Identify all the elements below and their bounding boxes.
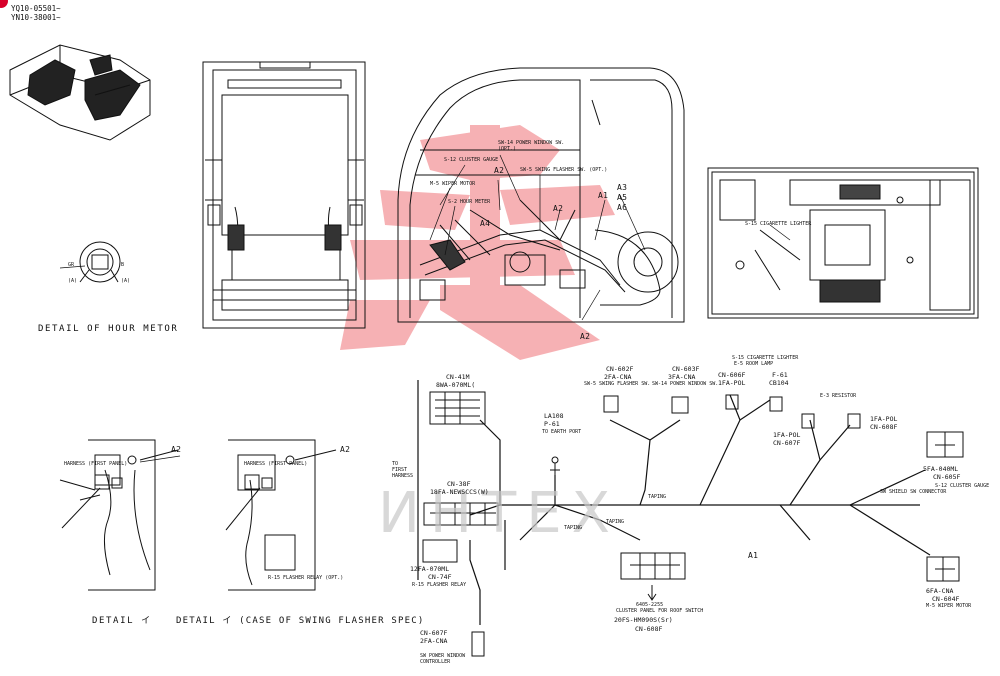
cn608f-pol-type: 1FA-POL [870,415,898,423]
cluster-panel-view [707,167,979,319]
cn38f-side: TO FIRST HARNESS [392,461,414,479]
cn606f-name: CN-606F [718,371,746,379]
cn602f-type: 2FA-CNA [604,373,632,381]
callout-harness-panel-1: HARNESS (FIRST PANEL) [64,461,128,467]
detail-b-drawing [225,439,337,591]
label-a1-cab: A1 [598,191,609,200]
label-a5: A5 [617,193,628,202]
cn74f-type: 12FA-070ML [410,565,450,573]
resistor-label: E-3 RESISTOR [820,393,857,399]
la108-name: LA108 [544,412,564,420]
cn604f-name: CN-604F [932,595,960,603]
cn605f-name: CN-605F [933,473,961,481]
cn606f-type: 1FA-POL [718,379,746,387]
cn608f-name: CN-608F [635,625,663,633]
caption-hour-meter: DETAIL OF HOUR METOR [38,324,179,334]
cn74f-desc: R-15 FLASHER RELAY [412,582,467,588]
cn608f-desc: CLUSTER PANEL FOR ROOF SWITCH [616,608,704,614]
label-a2-cab-3: A2 [580,332,591,341]
room-lamp-label: E-5 ROOM LAMP [734,361,774,367]
serial-numbers: YQ10-05501~ YN10-38001~ [11,4,61,22]
cn602f-desc: SW-5 SWING FLASHER SW. [584,381,651,387]
cn38f-name: CN-38F [447,480,471,488]
label-a2-detail-2: A2 [340,445,351,454]
f61-name: F-61 [772,371,788,379]
serial-line-1: YQ10-05501~ [11,4,61,13]
cn41m-type: 8WA-070ML( [436,381,476,389]
cn604f-desc: M-5 WIPER MOTOR [926,603,972,609]
caption-detail-a: DETAIL イ [92,616,152,626]
cn608f-type: 20FS-HM090S(Sr) [614,616,673,624]
f61-type: CB104 [769,379,789,387]
cn608f-pol-name: CN-608F [870,423,898,431]
cn38f-type: 18FA-NEWSCCS(W) [430,488,489,496]
callout-wiper-motor: M-5 WIPER MOTOR [430,181,476,187]
cn605f-type: 5FA-040ML [923,465,959,473]
cab-side-view [397,67,685,323]
cn605f-desc: S-12 CLUSTER GAUGE [935,483,990,489]
detail-a-drawing [59,439,179,591]
cn603f-name: CN-603F [672,365,700,373]
cig-lighter-label: S-15 CIGARETTE LIGHTER [732,355,799,361]
pin-gr: GR [68,262,75,268]
callout-power-window: SW-14 POWER WINDOW SW. (OPT.) [498,140,565,152]
callout-flasher-relay: R-15 FLASHER RELAY (OPT.) [268,575,344,581]
leader-lines [59,154,791,463]
la108-type: P-61 [544,420,560,428]
cn607f-type: 1FA-POL [773,431,801,439]
callout-cluster-gauge: S-12 CLUSTER GAUGE [444,157,499,163]
cn607f-b-name: CN-607F [420,629,448,637]
cab-front-view [202,61,366,329]
cn607f-b-desc: SW POWER WINDOW CONTROLLER [420,653,466,665]
cn603f-type: 3FA-CNA [668,373,696,381]
cn74f-name: CN-74F [428,573,452,581]
watermark-logo-text: ИНТЕХ [378,481,620,546]
label-a6: A6 [617,203,628,212]
callout-swing-flasher: SW-5 SWING FLASHER SW. (OPT.) [520,167,608,173]
label-a2-detail-1: A2 [171,445,182,454]
taping-2: TAPING [564,525,583,531]
pin-a1: (A) [68,278,78,284]
cn608f-part: 6405-2255 [636,602,664,608]
hour-meter-detail [79,241,121,283]
cn603f-desc: SW-14 POWER WINDOW SW. [652,381,719,387]
machine-thumbnail [9,44,151,141]
pin-a2: (A) [121,278,131,284]
taping-3: TAPING [606,519,625,525]
label-a1-main: A1 [748,551,759,560]
label-a2-cab-2: A2 [553,204,564,213]
serial-line-2: YN10-38001~ [11,13,61,22]
cn602f-name: CN-602F [606,365,634,373]
label-a2-cab-1: A2 [494,166,505,175]
shield-wire-label: SW SHIELD SW CONNECTOR [880,489,947,495]
callout-cig-lighter: S-15 CIGARETTE LIGHTER [745,221,812,227]
pin-b: B [121,262,125,268]
callout-hour-meter: S-2 HOUR METER [448,199,491,205]
la108-desc: TO EARTH PORT [542,429,582,435]
connector-shapes [422,391,964,657]
cn41m-name: CN-41M [446,373,470,381]
page-marker-dot [0,0,8,8]
taping-1: TAPING [648,494,667,500]
cn607f-name: CN-607F [773,439,801,447]
callout-harness-panel-2: HARNESS (FIRST PANEL) [244,461,308,467]
caption-detail-b: DETAIL イ (CASE OF SWING FLASHER SPEC) [176,616,425,626]
label-a4: A4 [480,219,491,228]
cn607f-b-type: 2FA-CNA [420,637,448,645]
label-a3: A3 [617,183,628,192]
cn604f-type: 6FA-CNA [926,587,954,595]
